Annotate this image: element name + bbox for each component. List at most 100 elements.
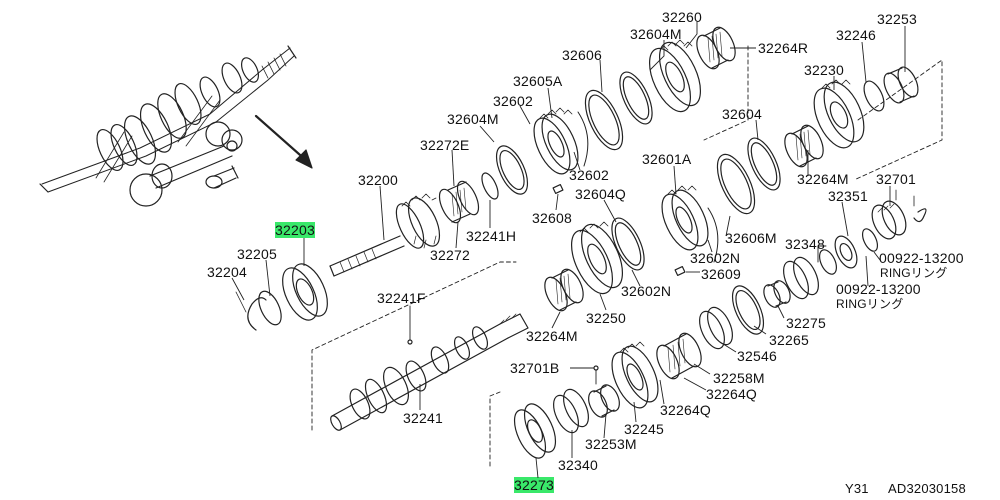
part-label-32253M[interactable]: 32253M bbox=[585, 436, 637, 452]
part-label-32250[interactable]: 32250 bbox=[586, 310, 626, 326]
ring-32606M bbox=[710, 149, 762, 219]
ring-32246 bbox=[860, 78, 888, 114]
gear-32250 bbox=[563, 218, 631, 299]
part-label-32340[interactable]: 32340 bbox=[558, 457, 598, 473]
part-label-32275[interactable]: 32275 bbox=[786, 315, 826, 331]
part-label-32606M[interactable]: 32606M bbox=[725, 230, 777, 246]
synchronizer-32601A bbox=[655, 185, 716, 255]
part-label-32260[interactable]: 32260 bbox=[662, 9, 702, 25]
dash-leader-lower bbox=[490, 392, 500, 466]
part-label-32272[interactable]: 32272 bbox=[430, 247, 470, 263]
highlight-32273: 32273 bbox=[514, 477, 554, 493]
footer-model: Y31 bbox=[845, 481, 869, 496]
needle-bearing-32264R bbox=[692, 24, 740, 72]
part-label-32602-a[interactable]: 32602 bbox=[493, 93, 533, 109]
snap-ring-lower bbox=[859, 227, 880, 254]
footer-code: AD32030158 bbox=[888, 481, 966, 496]
dash-leader-top bbox=[704, 46, 748, 140]
dash-leader-countershaft bbox=[312, 262, 516, 430]
part-label-32609[interactable]: 32609 bbox=[701, 266, 741, 282]
part-label-32546[interactable]: 32546 bbox=[737, 348, 777, 364]
part-label-32264R[interactable]: 32264R bbox=[758, 40, 809, 56]
snap-ring-32241H bbox=[479, 171, 502, 201]
part-label-32701B[interactable]: 32701B bbox=[510, 360, 560, 376]
needle-bearing-32264M-right bbox=[780, 122, 828, 170]
bearing-32351 bbox=[778, 254, 823, 303]
part-label-32601A[interactable]: 32601A bbox=[642, 151, 692, 167]
gear-32245 bbox=[605, 341, 666, 413]
part-label-32604M-top[interactable]: 32604M bbox=[630, 26, 682, 42]
baulk-ring-32604Q bbox=[605, 214, 650, 275]
part-label-32272E[interactable]: 32272E bbox=[420, 137, 470, 153]
part-label-32245[interactable]: 32245 bbox=[624, 421, 664, 437]
sleeve-32546 bbox=[694, 304, 737, 353]
part-label-32602N-b[interactable]: 32602N bbox=[621, 283, 672, 299]
key-32608 bbox=[553, 185, 563, 194]
synchronizer-32605A bbox=[527, 108, 586, 179]
ring-label-name-1: RINGリング bbox=[880, 266, 948, 280]
bearing-32273 bbox=[508, 399, 562, 462]
ring-label-code-1[interactable]: 00922-13200 bbox=[879, 250, 964, 266]
part-label-32604[interactable]: 32604 bbox=[722, 106, 762, 122]
part-label-32604M-mid[interactable]: 32604M bbox=[447, 111, 499, 127]
spring-32602N bbox=[708, 208, 718, 262]
part-label-32241F[interactable]: 32241F bbox=[377, 290, 426, 306]
collar-32275 bbox=[761, 278, 794, 310]
part-label-32200[interactable]: 32200 bbox=[358, 172, 398, 188]
needle-bearing-32272 bbox=[435, 178, 483, 225]
gear-32340 bbox=[548, 386, 593, 437]
part-label-32246[interactable]: 32246 bbox=[836, 27, 876, 43]
part-label-32348[interactable]: 32348 bbox=[785, 236, 825, 252]
part-label-32273[interactable]: 32273 bbox=[514, 477, 554, 493]
dash-leader-right bbox=[854, 60, 942, 180]
ring-label-name-2: RINGリング bbox=[836, 297, 904, 311]
part-label-32253[interactable]: 32253 bbox=[877, 11, 917, 27]
nut-32701 bbox=[867, 197, 910, 242]
part-label-32264M-right[interactable]: 32264M bbox=[797, 171, 849, 187]
key-32609 bbox=[675, 267, 685, 276]
gear-32230 bbox=[806, 76, 872, 154]
highlight-32203: 32203 bbox=[275, 222, 315, 238]
part-label-32265[interactable]: 32265 bbox=[769, 332, 809, 348]
part-label-32203[interactable]: 32203 bbox=[275, 222, 315, 238]
needle-bearing-32264Q bbox=[652, 330, 706, 382]
part-label-32264Q-a[interactable]: 32264Q bbox=[706, 386, 758, 402]
part-label-32606[interactable]: 32606 bbox=[562, 47, 602, 63]
spring-32602 bbox=[578, 112, 588, 166]
main-drive-shaft bbox=[330, 193, 446, 276]
part-label-32701[interactable]: 32701 bbox=[876, 171, 916, 187]
part-label-32258M[interactable]: 32258M bbox=[713, 370, 765, 386]
part-label-32241H[interactable]: 32241H bbox=[466, 228, 517, 244]
snap-ring-upper bbox=[914, 209, 926, 222]
part-label-32351[interactable]: 32351 bbox=[828, 188, 868, 204]
direction-arrow bbox=[256, 116, 312, 168]
part-label-32204[interactable]: 32204 bbox=[207, 264, 247, 280]
ring-32606 bbox=[578, 85, 630, 155]
part-label-32205[interactable]: 32205 bbox=[237, 246, 277, 262]
part-label-32241[interactable]: 32241 bbox=[403, 410, 443, 426]
baulk-ring-32604M-top bbox=[613, 68, 658, 129]
part-label-32230[interactable]: 32230 bbox=[804, 62, 844, 78]
part-label-32264Q-b[interactable]: 32264Q bbox=[660, 402, 712, 418]
baulk-ring-32604M bbox=[490, 141, 534, 198]
washer-32348 bbox=[816, 246, 840, 277]
inset-assembly bbox=[40, 46, 296, 206]
bearing-32351b bbox=[831, 233, 862, 271]
ring-label-code-2[interactable]: 00922-13200 bbox=[836, 281, 921, 297]
part-label-32605A[interactable]: 32605A bbox=[513, 73, 563, 89]
ring-32265 bbox=[726, 281, 770, 338]
baulk-ring-32604 bbox=[741, 134, 786, 195]
needle-bearing-32264M-center bbox=[540, 266, 588, 314]
washer-32205 bbox=[254, 288, 286, 328]
ball-bearing-32203 bbox=[275, 259, 334, 326]
spacer-32253M bbox=[585, 382, 623, 420]
part-label-32608[interactable]: 32608 bbox=[532, 210, 572, 226]
snap-ring-32204 bbox=[248, 298, 266, 330]
part-label-32264M-center[interactable]: 32264M bbox=[526, 328, 578, 344]
part-label-32602N-a[interactable]: 32602N bbox=[690, 250, 741, 266]
part-label-32602-b[interactable]: 32602 bbox=[569, 167, 609, 183]
part-label-32604Q[interactable]: 32604Q bbox=[575, 186, 627, 202]
countershaft-32241 bbox=[329, 314, 528, 432]
